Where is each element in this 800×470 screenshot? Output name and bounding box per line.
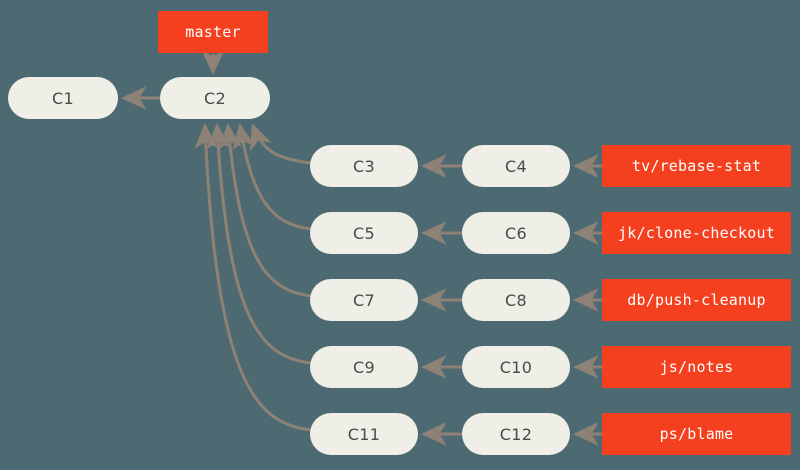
commit-node-c4[interactable]: C4	[462, 145, 570, 187]
branch-label-tv-rebase-stat[interactable]: tv/rebase-stat	[602, 145, 791, 187]
branch-label-db-push-cleanup[interactable]: db/push-cleanup	[602, 279, 791, 321]
branch-label-jk-clone-checkout[interactable]: jk/clone-checkout	[602, 212, 791, 254]
commit-node-c11[interactable]: C11	[310, 413, 418, 455]
commit-node-c2[interactable]: C2	[160, 77, 270, 119]
commit-node-c10[interactable]: C10	[462, 346, 570, 388]
commit-node-c7[interactable]: C7	[310, 279, 418, 321]
commit-node-c12[interactable]: C12	[462, 413, 570, 455]
edge-c9-to-c2	[206, 123, 312, 365]
branch-label-js-notes[interactable]: js/notes	[602, 346, 791, 388]
edge-c11-to-c2	[194, 123, 312, 432]
commit-node-c5[interactable]: C5	[310, 212, 418, 254]
commit-node-c1[interactable]: C1	[8, 77, 118, 119]
commit-node-c3[interactable]: C3	[310, 145, 418, 187]
commit-node-c9[interactable]: C9	[310, 346, 418, 388]
edge-c7-to-c2	[218, 123, 312, 298]
commit-node-c8[interactable]: C8	[462, 279, 570, 321]
commit-node-c6[interactable]: C6	[462, 212, 570, 254]
edge-c3-to-c2	[249, 123, 312, 165]
branch-label-ps-blame[interactable]: ps/blame	[602, 413, 791, 455]
branch-label-master[interactable]: master	[158, 11, 268, 53]
edge-c5-to-c2	[232, 123, 312, 231]
